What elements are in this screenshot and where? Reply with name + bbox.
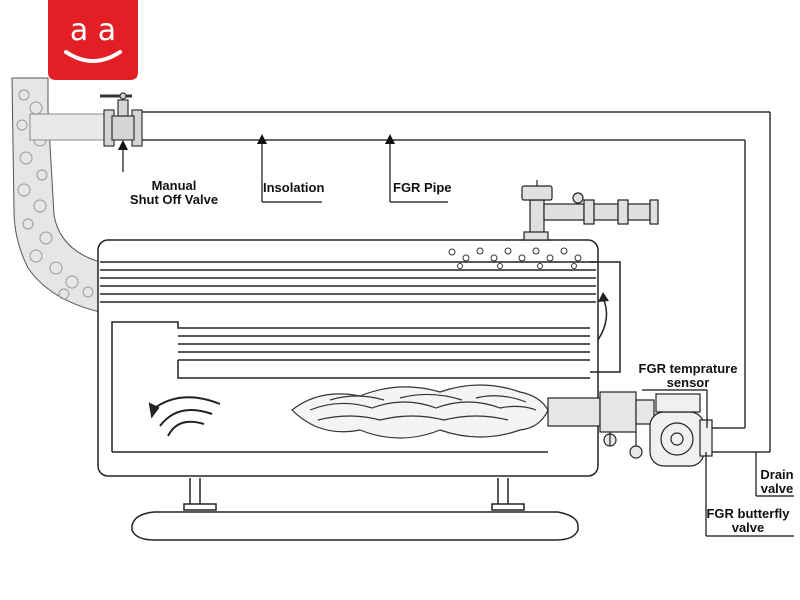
brand-logo: a a <box>48 0 138 80</box>
label-fgr-temp-2: sensor <box>667 375 710 390</box>
smile-icon <box>64 50 122 63</box>
leader-arrowheads <box>118 134 395 150</box>
flow-arrow-icon <box>597 297 608 341</box>
label-fgr-butterfly-1: FGR butterfly <box>706 506 790 521</box>
label-manual-valve-1: Manual <box>152 178 197 193</box>
label-insulation: Insolation <box>263 180 324 195</box>
leader-lines <box>122 140 794 537</box>
fgr-fan-housing <box>649 393 713 467</box>
label-drain-2: valve <box>761 481 794 496</box>
fgr-sensor-assembly <box>521 180 659 241</box>
logo-text: a a <box>70 13 116 48</box>
boiler-shell <box>97 239 621 477</box>
label-fgr-pipe: FGR Pipe <box>393 180 452 195</box>
flow-arrowhead-icon <box>598 292 609 302</box>
manual-shutoff-valve <box>100 92 143 147</box>
steam-bubbles <box>448 247 582 269</box>
label-manual-valve-2: Shut Off Valve <box>130 192 218 207</box>
burner-flame <box>291 384 549 439</box>
boiler-base <box>131 478 579 541</box>
burner-unit <box>547 391 655 459</box>
label-fgr-temp-1: FGR temprature <box>639 361 738 376</box>
swirl-arrows-icon <box>148 396 221 437</box>
label-fgr-butterfly-2: valve <box>732 520 765 535</box>
flue-chimney <box>11 77 101 313</box>
label-drain-1: Drain <box>760 467 793 482</box>
